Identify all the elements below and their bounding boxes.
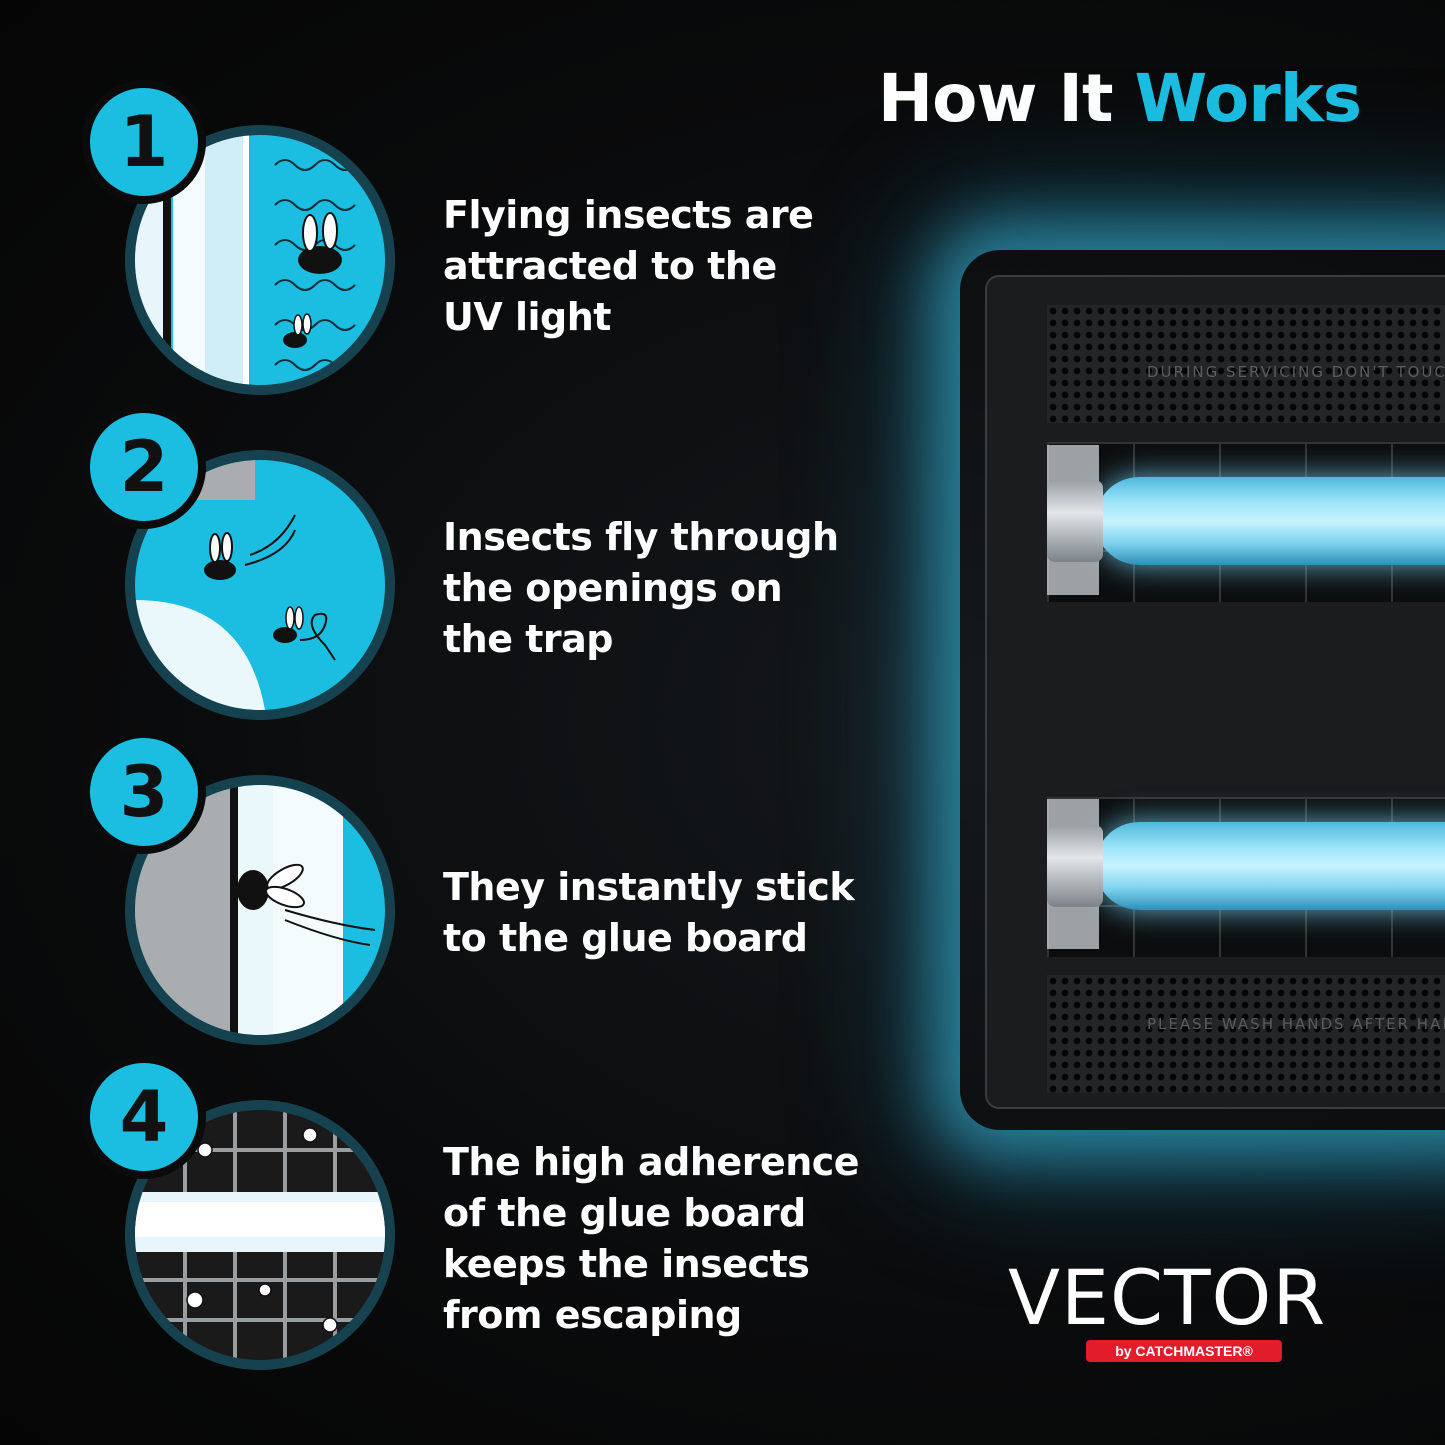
upper-tube-cap [1047,480,1103,562]
top-grille-text: DURING SERVICING DON'T TOUCH UP [1147,363,1445,381]
step-4-line-2: of the glue board [443,1191,806,1235]
step-3-illustration [125,775,395,1045]
step-4-line-1: The high adherence [443,1140,860,1184]
title-part-1: How It [877,60,1114,137]
step-3-text: They instantly stick to the glue board [443,862,855,964]
step-2-badge: 2 [82,405,206,529]
step-3-line-1: They instantly stick [443,865,855,909]
bottom-grille-text: PLEASE WASH HANDS AFTER HANDLING [1147,1015,1445,1033]
title-part-2: Works [1134,60,1362,137]
step-2-line-3: the trap [443,617,613,661]
step-3-badge: 3 [82,730,206,854]
step-1-illustration [125,125,395,395]
step-4-text: The high adherence of the glue board kee… [443,1137,860,1341]
step-3-line-2: to the glue board [443,916,808,960]
lower-tube-cap [1047,825,1103,907]
vector-logo: VECTOR by CATCHMASTER® [1008,1260,1358,1370]
step-1-line-1: Flying insects are [443,193,814,237]
step-2-text: Insects fly through the openings on the … [443,512,839,665]
upper-uv-tube [1095,477,1445,565]
step-1-line-3: UV light [443,295,611,339]
page-title: How It Works [878,66,1362,132]
step-4-line-4: from escaping [443,1293,742,1337]
step-1-line-2: attracted to the [443,244,777,288]
step-1-badge: 1 [82,80,206,204]
step-4-line-3: keeps the insects [443,1242,810,1286]
step-2-line-1: Insects fly through [443,515,839,559]
logo-wordmark: VECTOR [1008,1253,1327,1342]
step-2-line-2: the openings on [443,566,783,610]
step-4-illustration [125,1100,395,1370]
top-grille [1047,305,1445,423]
step-1-text: Flying insects are attracted to the UV l… [443,190,814,343]
glue-board-grid-icon [135,1110,385,1360]
bottom-grille [1047,975,1445,1093]
logo-byline: by CATCHMASTER® [1086,1340,1282,1362]
lower-uv-tube [1095,822,1445,910]
uv-trap-device: DURING SERVICING DON'T TOUCH UP PLEASE W… [985,275,1445,1109]
step-4-badge: 4 [82,1055,206,1179]
